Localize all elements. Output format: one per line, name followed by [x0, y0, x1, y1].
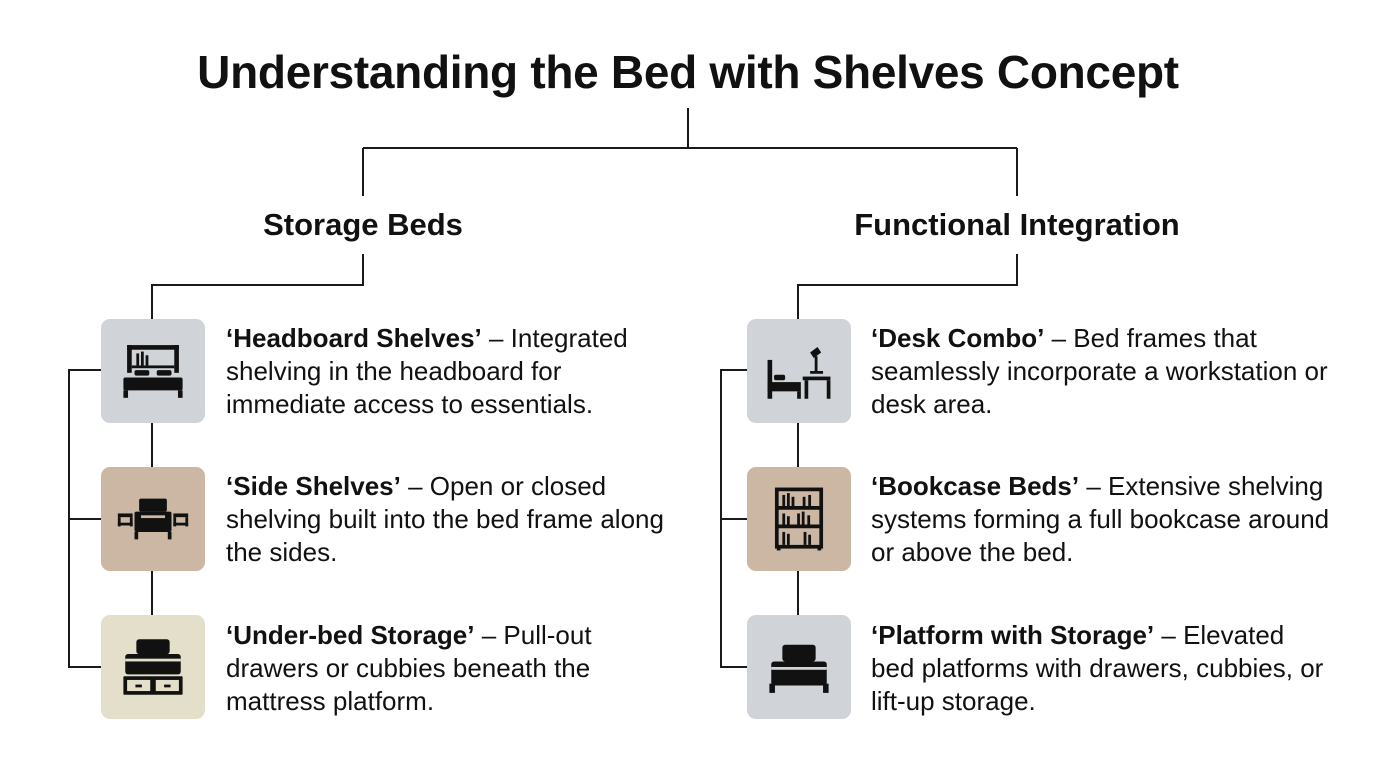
functional-integration-connector: [720, 254, 1018, 668]
item-name: ‘Headboard Shelves’: [226, 323, 482, 353]
item-description: – Elevated bed platforms with drawers, c…: [871, 620, 1324, 716]
item-description: – Bed frames that seamlessly incorporate…: [871, 323, 1328, 419]
platform-bed-icon: [769, 644, 829, 693]
side-shelves-bed-icon: [117, 498, 189, 540]
item-text-headboard-shelves: ‘Headboard Shelves’ – Integrated shelvin…: [226, 322, 686, 421]
item-name: ‘Side Shelves’: [226, 471, 401, 501]
item-icon-box: [101, 319, 205, 423]
item-icon-box: [747, 319, 851, 423]
item-description: – Open or closed shelving built into the…: [226, 471, 664, 567]
branch-title-functional-integration: Functional Integration: [854, 207, 1180, 242]
page-title: Understanding the Bed with Shelves Conce…: [197, 46, 1179, 98]
item-name: ‘Platform with Storage’: [871, 620, 1155, 650]
branch-title-storage-beds: Storage Beds: [263, 207, 463, 242]
item-text-platform-with-storage: ‘Platform with Storage’ – Elevated bed p…: [871, 619, 1331, 718]
item-icon-box: [101, 467, 205, 571]
storage-beds-connector: [68, 254, 364, 668]
item-icon-box: [747, 467, 851, 571]
item-name: ‘Bookcase Beds’: [871, 471, 1080, 501]
bookcase-icon: [774, 487, 824, 551]
item-name: ‘Under-bed Storage’: [226, 620, 475, 650]
bed-desk-icon: [767, 346, 831, 399]
under-bed-storage-icon: [123, 639, 183, 695]
item-text-under-bed-storage: ‘Under-bed Storage’ – Pull-out drawers o…: [226, 619, 686, 718]
item-description: – Pull-out drawers or cubbies beneath th…: [226, 620, 592, 716]
item-icon-box: [747, 615, 851, 719]
headboard-bed-icon: [123, 345, 183, 398]
root-connector: [362, 108, 1018, 196]
item-text-side-shelves: ‘Side Shelves’ – Open or closed shelving…: [226, 470, 686, 569]
item-text-desk-combo: ‘Desk Combo’ – Bed frames that seamlessl…: [871, 322, 1331, 421]
item-name: ‘Desk Combo’: [871, 323, 1045, 353]
item-icon-box: [101, 615, 205, 719]
item-description: – Integrated shelving in the headboard f…: [226, 323, 628, 419]
item-text-bookcase-beds: ‘Bookcase Beds’ – Extensive shelving sys…: [871, 470, 1331, 569]
item-description: – Extensive shelving systems forming a f…: [871, 471, 1330, 567]
